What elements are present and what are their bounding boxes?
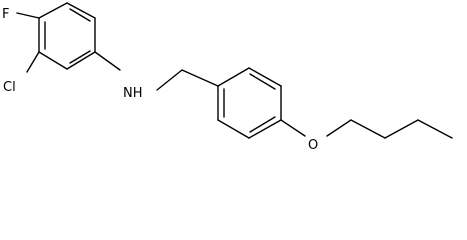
bond-ring-to-chlorine [26, 51, 40, 73]
right-benzene-ring [217, 67, 282, 139]
bond-chain [417, 119, 453, 139]
bond-ring-to-oxygen [280, 119, 306, 137]
structure-diagram: F Cl NH O [2, 2, 453, 153]
oxygen-label: O [308, 138, 318, 153]
fluorine-label: F [2, 7, 9, 22]
bond-chain [384, 119, 419, 139]
bond [66, 2, 96, 19]
bond [248, 119, 282, 139]
bond-ring-to-nitrogen [94, 51, 121, 71]
bond [38, 51, 68, 70]
double-bond-inner [249, 116, 276, 133]
bond [66, 51, 96, 70]
chlorine-label: Cl [3, 80, 16, 95]
bond [217, 119, 250, 139]
left-benzene-ring [38, 2, 96, 70]
bond [248, 67, 282, 87]
double-bond-inner [69, 8, 91, 22]
bond-chain [350, 119, 386, 139]
bond-oxygen-to-chain [326, 119, 352, 137]
double-bond-inner [249, 73, 276, 90]
bond [217, 67, 250, 87]
bond-ring-to-fluorine [16, 12, 40, 19]
bond [38, 2, 68, 19]
bond-methylene-to-ring [181, 69, 219, 87]
amine-label: NH [123, 86, 143, 101]
double-bond-inner [69, 50, 91, 64]
bond-nitrogen-to-methylene [156, 69, 183, 91]
